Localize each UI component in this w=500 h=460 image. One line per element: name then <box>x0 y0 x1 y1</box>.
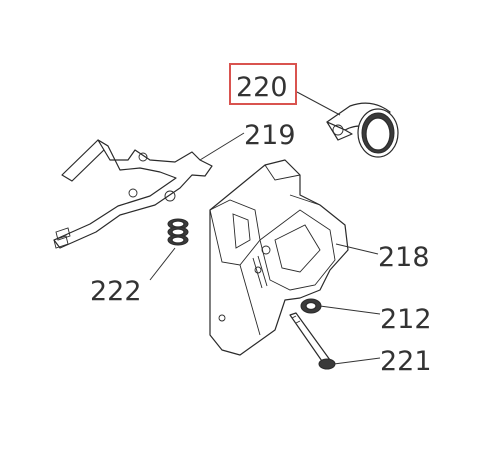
highlight-box <box>229 63 297 105</box>
part-222-spring[interactable] <box>167 218 189 246</box>
leader-222 <box>149 247 176 281</box>
leader-218 <box>335 243 379 255</box>
part-219-bracket[interactable] <box>53 139 213 249</box>
leader-220 <box>296 91 341 116</box>
leader-219 <box>199 132 245 161</box>
leader-221 <box>333 357 381 365</box>
callout-222[interactable]: 222 <box>90 276 142 307</box>
part-221-bolt[interactable] <box>289 312 336 370</box>
part-218-housing[interactable] <box>209 159 349 356</box>
part-220-clamp[interactable] <box>326 102 399 158</box>
part-212-nut[interactable] <box>300 298 322 314</box>
callout-218[interactable]: 218 <box>378 242 430 273</box>
callout-212[interactable]: 212 <box>380 304 432 335</box>
callout-219[interactable]: 219 <box>244 120 296 151</box>
leader-212 <box>319 305 381 315</box>
callout-221[interactable]: 221 <box>380 346 432 377</box>
callout-220[interactable]: 220 <box>236 72 288 103</box>
